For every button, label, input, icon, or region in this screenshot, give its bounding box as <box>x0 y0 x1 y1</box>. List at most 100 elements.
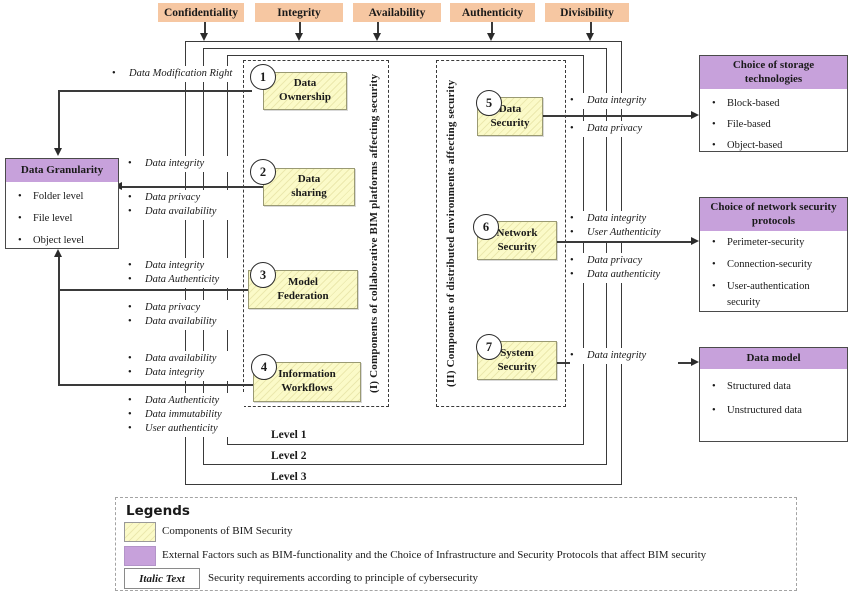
bullet-icon: • <box>712 405 716 416</box>
requirement-group-datasecurity-top: •Data integrity <box>570 93 678 109</box>
arrow-line <box>590 22 592 33</box>
list-item: •Folder level <box>18 186 118 208</box>
component-number-1: 1 <box>250 64 276 90</box>
component-data-sharing: Data sharing <box>263 168 355 206</box>
arrow-down-icon <box>54 148 62 156</box>
component-number-3: 3 <box>250 262 276 288</box>
level-1-rect <box>227 55 584 445</box>
requirement-label: Data integrity <box>145 260 205 271</box>
requirement-item: •Data immutability <box>128 408 244 422</box>
component-data-ownership: Data Ownership <box>263 72 347 110</box>
item-label: Connection-security <box>727 259 813 270</box>
legend: Legends Components of BIM Security Exter… <box>115 497 797 591</box>
requirement-item: •Data privacy <box>570 254 684 268</box>
connector-ownership-granularity <box>58 90 252 92</box>
list-item: • Connection-security <box>712 257 847 273</box>
connector-federation-granularity <box>58 289 249 291</box>
item-label: Unstructured data <box>727 405 802 416</box>
connector-datasecurity-storage <box>541 115 692 117</box>
item-label: User-authentication security <box>727 281 810 308</box>
list-item: •Block-based <box>712 93 847 114</box>
bullet-icon: • <box>712 381 716 392</box>
requirement-group-sharing-bottom: •Data privacy •Data availability <box>128 190 236 220</box>
requirement-item: •Data integrity <box>570 349 678 363</box>
arrow-line <box>204 22 206 33</box>
requirement-item: •Data Modification Right <box>112 67 236 81</box>
section-one-box <box>243 60 389 407</box>
requirement-group-ownership: •Data Modification Right <box>112 66 236 82</box>
network-protocols-items: •Perimeter-security •Connection-security… <box>700 231 847 311</box>
bullet-icon: • <box>712 281 716 292</box>
bullet-icon: • <box>18 235 22 246</box>
arrow-right-icon <box>691 111 699 119</box>
item-label: Block-based <box>727 98 780 109</box>
list-item: • Structured data <box>712 375 847 399</box>
data-model-title: Data model <box>700 348 847 369</box>
requirement-item: •Data integrity <box>128 366 238 380</box>
principle-label: Availability <box>368 6 426 19</box>
section-one-label: (I) Components of collaborative BIM plat… <box>368 73 380 393</box>
list-item: • Unstructured data <box>712 399 847 423</box>
component-label: Data <box>293 77 317 90</box>
requirement-label: Data integrity <box>145 367 205 378</box>
component-label: Ownership <box>279 91 331 103</box>
component-number-2: 2 <box>250 159 276 185</box>
bullet-icon: • <box>128 302 132 313</box>
bullet-icon: • <box>128 395 132 406</box>
requirement-group-datasecurity-bottom: •Data privacy <box>570 121 678 137</box>
legend-yellow-swatch <box>124 522 156 542</box>
bullet-icon: • <box>570 269 574 280</box>
list-item: •File-based <box>712 114 847 135</box>
list-item: • User-authentication security <box>712 279 847 311</box>
section-two-label: (II) Components of distributed environme… <box>445 79 457 387</box>
principle-label: Authenticity <box>461 6 524 19</box>
requirement-group-federation-bottom: •Data privacy •Data availability <box>128 300 236 330</box>
requirement-label: Data availability <box>145 316 217 327</box>
component-label: Security <box>497 360 537 373</box>
component-number-7: 7 <box>476 334 502 360</box>
item-label: Object-based <box>727 140 783 151</box>
data-model-items: • Structured data • Unstructured data <box>700 369 847 423</box>
component-label: Federation <box>277 289 329 302</box>
requirement-item: •Data integrity <box>570 212 684 226</box>
requirement-label: Data integrity <box>587 95 647 106</box>
data-granularity-title: Data Granularity <box>6 159 118 182</box>
requirement-item: •Data integrity <box>128 157 234 171</box>
component-data-security: Data Security <box>477 97 543 136</box>
arrow-down-icon <box>295 33 303 41</box>
bullet-icon: • <box>128 423 132 434</box>
item-label: File-based <box>727 119 771 130</box>
requirement-item: •Data availability <box>128 352 238 366</box>
level-1-label: Level 1 <box>268 429 310 441</box>
component-number-4: 4 <box>251 354 277 380</box>
requirement-item: •Data availability <box>128 315 236 329</box>
arrow-down-icon <box>200 33 208 41</box>
bullet-icon: • <box>712 259 716 270</box>
requirement-item: •Data availability <box>128 205 236 219</box>
bullet-icon: • <box>712 237 716 248</box>
data-granularity-items: •Folder level •File level • Object level <box>6 182 118 252</box>
bullet-icon: • <box>128 192 132 203</box>
bullet-icon: • <box>712 140 716 151</box>
principle-label: Confidentiality <box>163 6 239 19</box>
item-label: File level <box>33 213 73 224</box>
bullet-icon: • <box>570 255 574 266</box>
bullet-icon: • <box>112 68 116 79</box>
network-protocols-box: Choice of network security protocols •Pe… <box>699 197 848 312</box>
bullet-icon: • <box>570 227 574 238</box>
component-label: Model <box>288 275 318 288</box>
requirement-group-workflows-bottom: •Data Authenticity •Data immutability •U… <box>128 393 244 437</box>
list-item: • Object-based <box>712 135 847 156</box>
list-item: •File level <box>18 208 118 230</box>
legend-italic-label: Security requirements according to princ… <box>208 572 479 584</box>
requirement-label: Data privacy <box>587 123 643 134</box>
requirement-item: •Data privacy <box>128 191 236 205</box>
requirement-label: Data availability <box>145 206 217 217</box>
item-label: Object level <box>33 235 85 246</box>
network-protocols-title: Choice of network security protocols <box>700 198 847 231</box>
legend-italic-swatch: Italic Text <box>124 568 200 589</box>
connector-sharing-granularity <box>121 186 263 188</box>
connector-network-protocols <box>555 241 692 243</box>
item-label: Structured data <box>727 381 791 392</box>
arrow-down-icon <box>586 33 594 41</box>
